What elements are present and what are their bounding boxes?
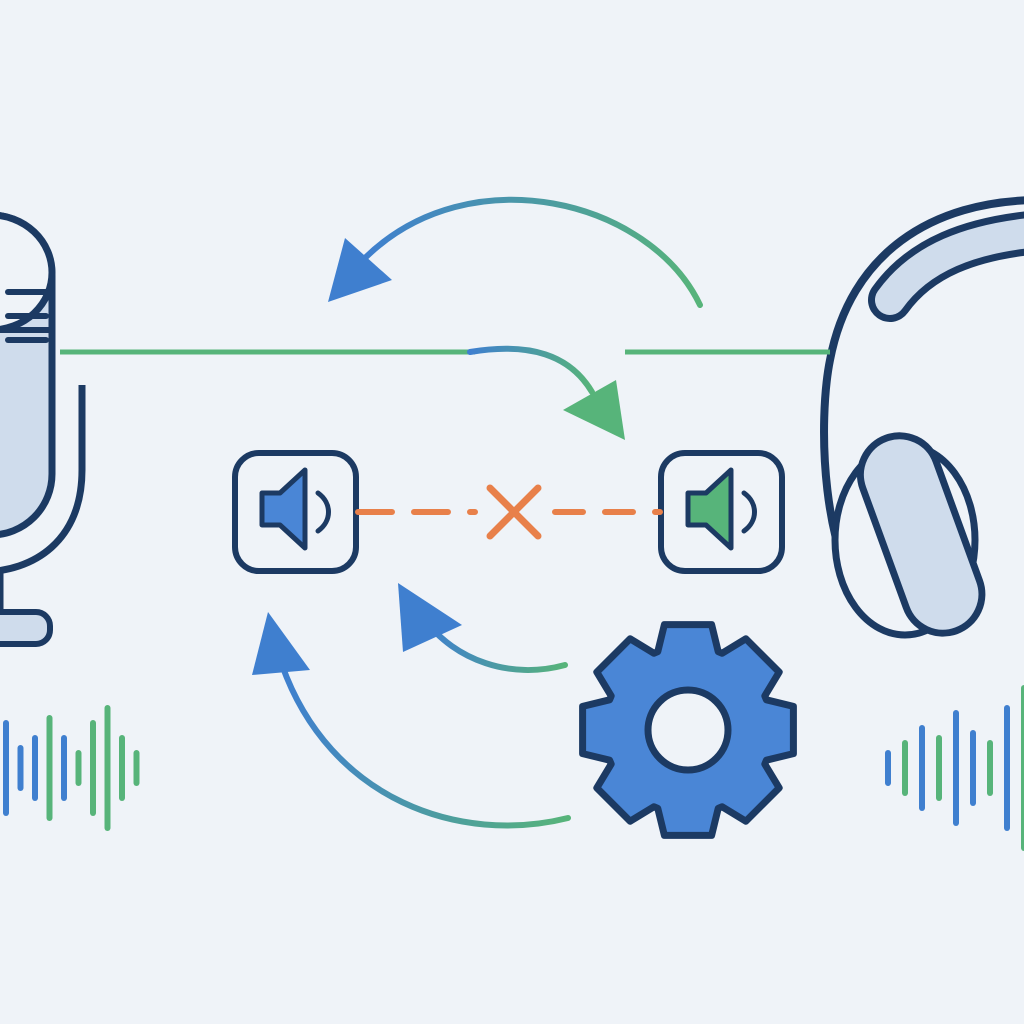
gear-hole bbox=[644, 686, 732, 774]
connection-broken-dashed bbox=[355, 484, 663, 540]
arrowhead-lower-big bbox=[252, 612, 310, 675]
microphone-icon bbox=[0, 212, 86, 647]
arrow-mid-curve bbox=[467, 345, 625, 440]
arrow-lower-big bbox=[252, 612, 571, 829]
soundwave-right bbox=[885, 685, 1024, 851]
speaker-icon-right bbox=[658, 450, 785, 574]
arrowhead-lower-small bbox=[398, 583, 462, 652]
arrow-top-arc bbox=[328, 196, 703, 308]
gear-icon bbox=[579, 621, 797, 839]
arrowhead-mid bbox=[563, 380, 625, 440]
soundwave-left bbox=[3, 705, 140, 831]
disconnect-x-icon bbox=[486, 484, 542, 540]
speaker-icon-left bbox=[232, 450, 359, 574]
arrow-lower-small bbox=[398, 583, 568, 673]
headphones-icon bbox=[820, 196, 1024, 639]
arrowhead-top bbox=[328, 238, 392, 302]
